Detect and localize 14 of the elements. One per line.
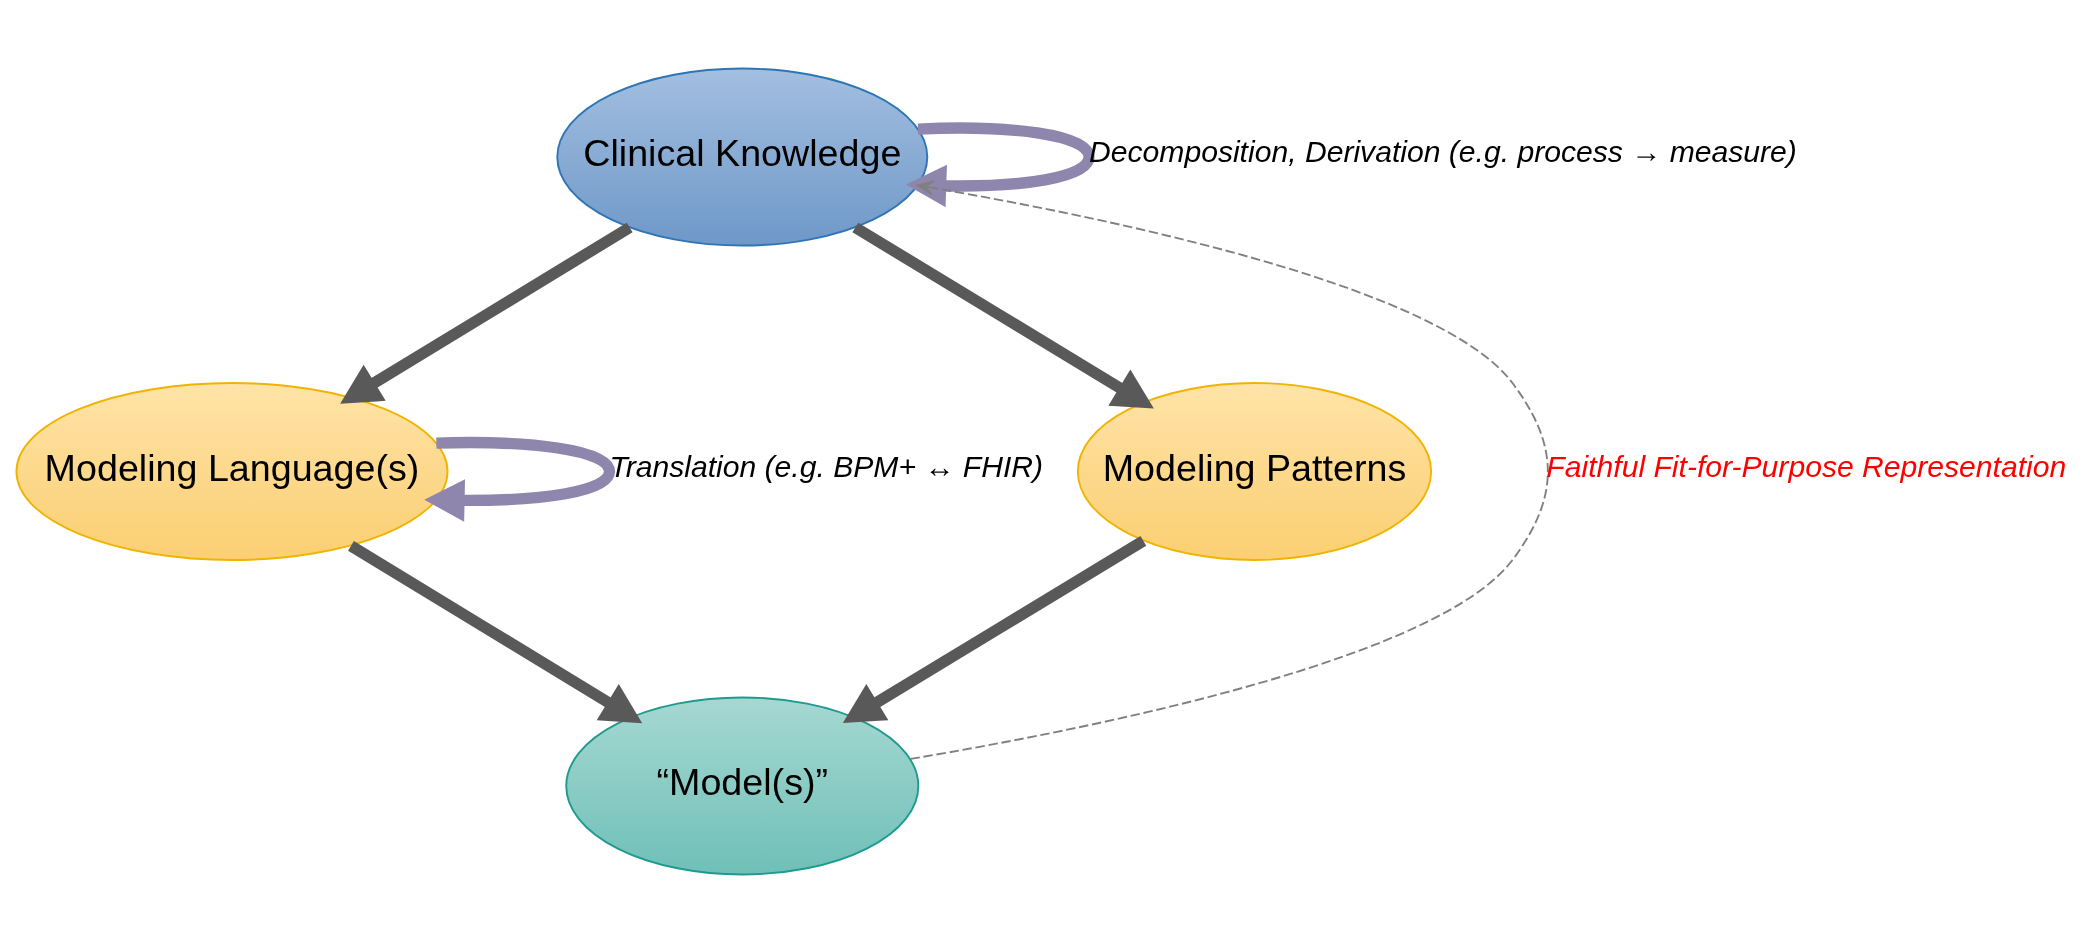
arrow <box>852 222 1154 409</box>
edge-label: Decomposition, Derivation (e.g. process → measure) <box>1089 135 1797 169</box>
arrow <box>905 122 1095 208</box>
arrow <box>340 222 633 404</box>
arrow <box>909 180 1549 760</box>
node-ellipse: Clinical Knowledge <box>556 67 929 247</box>
edge-label: Translation (e.g. BPM+ ↔ FHIR) <box>609 449 1044 483</box>
arrow <box>348 541 643 724</box>
edge-label: Faithful Fit-for-Purpose Representation <box>1546 449 2067 483</box>
node-ellipse: Modeling Patterns <box>1076 382 1433 561</box>
arrow <box>842 535 1147 724</box>
node-ellipse: “Model(s)” <box>565 696 920 876</box>
arrow <box>424 436 616 522</box>
node-ellipse: Modeling Language(s) <box>15 382 449 561</box>
